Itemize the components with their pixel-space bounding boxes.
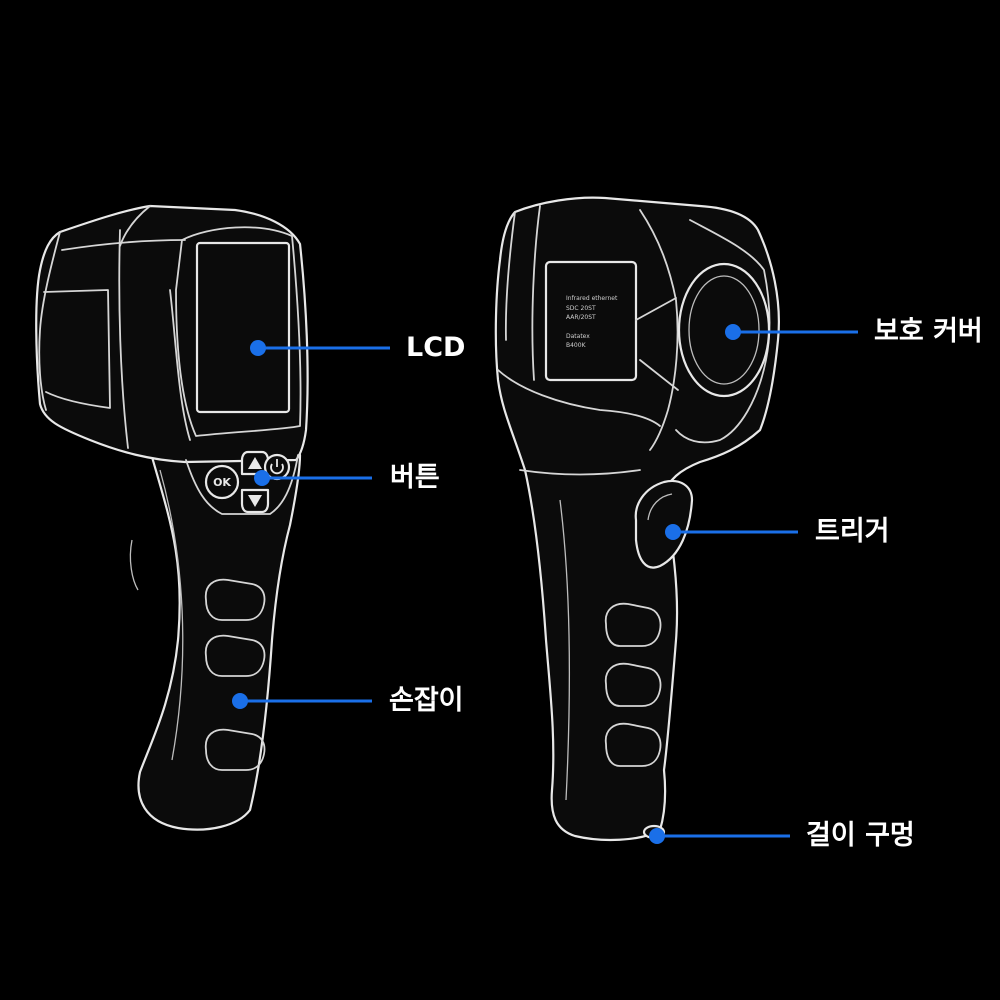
rear-spec-label: [546, 262, 636, 380]
marker-dot-protective-cover: [725, 324, 741, 340]
callout-label-lcd: LCD: [406, 331, 465, 365]
trigger[interactable]: [636, 481, 692, 568]
callout-label-hanging-hole: 걸이 구멍: [806, 819, 915, 853]
callout-label-protective-cover: 보호 커버: [874, 315, 983, 349]
marker-dot-handle: [232, 693, 248, 709]
ok-button-label: OK: [213, 476, 231, 489]
device-rear-view: Infrared ethernet SDC 20ST AAR/20ST Data…: [496, 198, 779, 840]
marker-dot-button: [254, 470, 270, 486]
marker-dot-lcd: [250, 340, 266, 356]
callout-label-button: 버튼: [390, 461, 440, 495]
rear-label-line2: SDC 20ST: [566, 305, 596, 312]
callout-label-trigger: 트리거: [815, 515, 890, 549]
rear-label-line4: Datatex: [566, 333, 590, 340]
lens-protective-cover: [679, 264, 769, 396]
rear-label-line3: AAR/20ST: [566, 314, 596, 321]
device-front-view: OK: [36, 206, 307, 830]
rear-label-line1: Infrared ethernet: [566, 295, 618, 302]
callout-label-handle: 손잡이: [389, 684, 464, 718]
marker-dot-trigger: [665, 524, 681, 540]
marker-dot-hanging-hole: [649, 828, 665, 844]
lcd-screen: [197, 243, 289, 412]
rear-label-line5: B400K: [566, 342, 587, 349]
